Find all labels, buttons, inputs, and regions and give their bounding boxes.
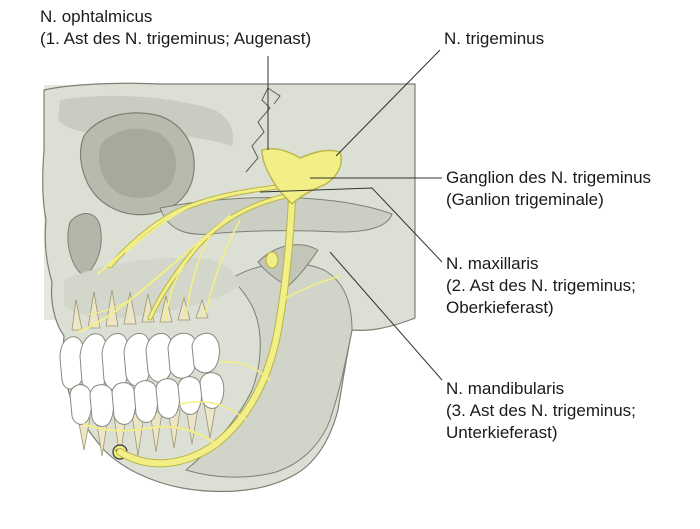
coronal-suture bbox=[245, 87, 271, 173]
label-trigeminus-line1: N. trigeminus bbox=[444, 29, 545, 48]
maxilla bbox=[64, 257, 240, 318]
label-maxillaris-line1: N. maxillaris bbox=[446, 254, 539, 273]
label-ophthalmicus-line2: (1. Ast des N. trigeminus; Augenast) bbox=[40, 29, 312, 48]
lambdoid-suture bbox=[267, 87, 281, 105]
label-mandibularis-line2: (3. Ast des N. trigeminus; bbox=[446, 401, 636, 420]
orbit-inner bbox=[98, 128, 176, 198]
label-maxillaris-line3: Oberkieferast) bbox=[446, 298, 554, 317]
label-ganglion: Ganglion des N. trigeminus (Ganlion trig… bbox=[446, 167, 651, 211]
leader-mandibularis bbox=[329, 251, 443, 381]
label-ganglion-line2: (Ganlion trigeminale) bbox=[446, 190, 604, 209]
trigeminal-ganglion bbox=[261, 148, 342, 205]
nasal-aperture bbox=[67, 213, 102, 277]
label-maxillaris: N. maxillaris (2. Ast des N. trigeminus;… bbox=[446, 253, 636, 319]
label-mandibularis: N. mandibularis (3. Ast des N. trigeminu… bbox=[446, 378, 636, 444]
leader-lines bbox=[259, 49, 443, 381]
label-mandibularis-line1: N. mandibularis bbox=[446, 379, 565, 398]
label-mandibularis-line3: Unterkieferast) bbox=[446, 423, 558, 442]
label-maxillaris-line2: (2. Ast des N. trigeminus; bbox=[446, 276, 636, 295]
label-ganglion-line1: Ganglion des N. trigeminus bbox=[446, 168, 652, 187]
lower-tooth-roots bbox=[77, 403, 217, 459]
upper-teeth bbox=[59, 332, 220, 393]
otic-ganglion bbox=[265, 251, 279, 269]
label-ophthalmicus-line1: N. ophtalmicus bbox=[40, 7, 153, 26]
label-trigeminus: N. trigeminus bbox=[444, 28, 544, 50]
label-ophthalmicus: N. ophtalmicus (1. Ast des N. trigeminus… bbox=[40, 6, 311, 50]
lower-teeth bbox=[69, 372, 225, 427]
trigeminal-nerve bbox=[77, 148, 342, 468]
leader-trigeminus bbox=[335, 49, 441, 157]
leader-maxillaris bbox=[259, 187, 443, 263]
